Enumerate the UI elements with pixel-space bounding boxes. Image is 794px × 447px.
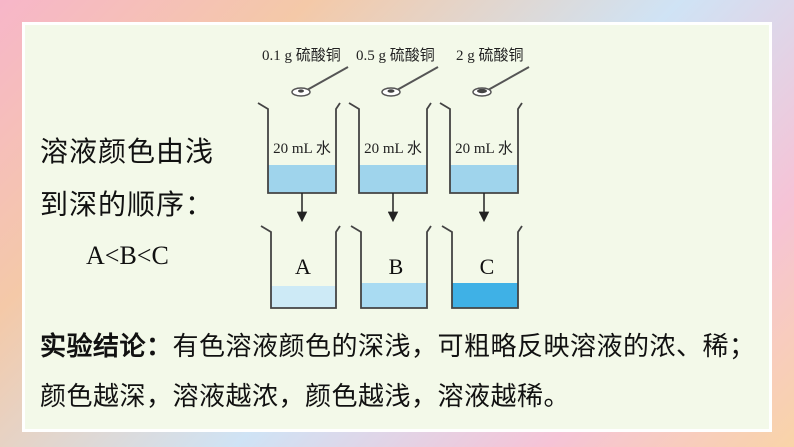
conclusion-paragraph: 实验结论：有色溶液颜色的深浅，可粗略反映溶液的浓、稀；颜色越深，溶液越浓，颜色越… [40,322,770,422]
beaker-group-b: 0.5 g 硫酸铜 20 mL 水 B [348,47,439,309]
result-label-b: B [389,254,404,279]
water-fill-b [359,165,427,193]
solution-fill-c [452,283,518,308]
order-caption-line1: 溶液颜色由浅 [40,135,215,168]
solution-fill-b [361,283,427,308]
conclusion-text: 有色溶液颜色的深浅，可粗略反映溶液的浓、稀；颜色越深，溶液越浓，颜色越浅，溶液越… [40,332,756,412]
spoon-icon [381,66,439,97]
water-label-c: 20 mL 水 [455,140,513,157]
beaker-bottom-c [441,225,523,309]
solution-fill-a [271,286,336,308]
order-caption-line2: 到深的顺序： [40,188,215,221]
beaker-group-c: 2 g 硫酸铜 20 mL 水 C [439,47,530,309]
color-order: A<B<C [86,241,169,270]
spoon-icon [472,66,530,97]
sulfate-label-a: 0.1 g 硫酸铜 [262,47,341,64]
water-label-a: 20 mL 水 [273,140,331,157]
water-fill-a [268,165,336,193]
sulfate-label-c: 2 g 硫酸铜 [456,47,524,64]
conclusion-heading: 实验结论： [40,332,173,362]
spoon-icon [291,66,349,97]
result-label-a: A [295,254,311,279]
result-label-c: C [480,254,495,279]
water-fill-c [450,165,518,193]
beaker-bottom-a [260,225,341,309]
beaker-group-a: 0.1 g 硫酸铜 20 mL 水 A [257,47,349,309]
sulfate-label-b: 0.5 g 硫酸铜 [356,47,435,64]
beaker-bottom-b [350,225,432,309]
water-label-b: 20 mL 水 [364,140,422,157]
